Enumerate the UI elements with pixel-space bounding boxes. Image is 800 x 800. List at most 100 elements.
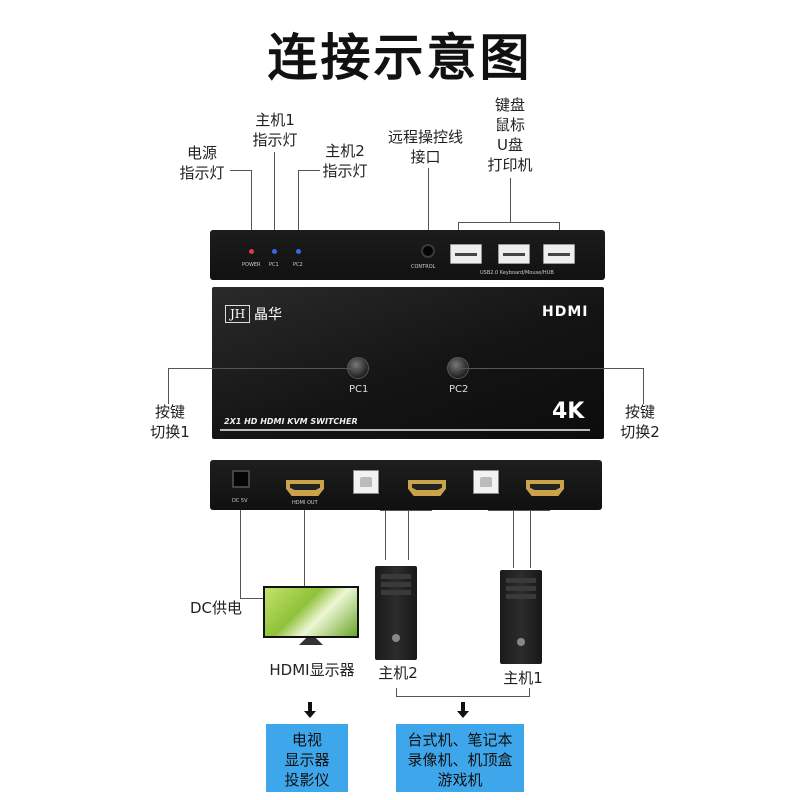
pc1-usb-b-port: [473, 470, 499, 494]
host1-led-label-line1: 主机1: [255, 111, 295, 129]
host1-label: 主机1: [503, 669, 543, 687]
host2-led-label-line1: 主机2: [325, 142, 365, 160]
power-led-label: 电源 指示灯: [172, 143, 232, 183]
usb-devices-label-line4: 打印机: [487, 156, 533, 174]
host1-drive-bay-3: [506, 594, 536, 599]
remote-port-label-line2: 接口: [410, 148, 441, 166]
host2-power-button: [392, 634, 400, 642]
btn2-label-line2: 切换2: [620, 423, 660, 441]
usb-caption: USB2.0 Keyboard/Mouse/HUB: [480, 270, 554, 276]
brand-logo: JH: [225, 305, 251, 323]
host2-led-leader-v: [298, 170, 299, 250]
power-led-label-line2: 指示灯: [179, 164, 225, 182]
usb-port-2: [498, 244, 530, 264]
power-led-label-line1: 电源: [186, 144, 217, 162]
hdmi-out-text: HDMI OUT: [292, 500, 318, 506]
power-led-text: POWER: [242, 262, 261, 268]
kvm-top-face: JH 晶华 HDMI PC1 PC2 2X1 HD HDMI KVM SWITC…: [212, 287, 604, 439]
power-led-leader-v: [251, 170, 252, 250]
pc1-cable-b: [530, 510, 531, 568]
btn2-label: 按键 切换2: [610, 402, 670, 442]
pc2-led: [296, 249, 301, 254]
btn2-leader-v: [643, 368, 644, 404]
btn1-leader-v: [168, 368, 169, 404]
host1-drive-bay-1: [506, 578, 536, 583]
host2-drive-bay-2: [381, 582, 411, 587]
power-led-leader-h: [230, 170, 252, 171]
usb-devices-label-line1: 键盘: [494, 96, 525, 114]
pc1-button-label: PC1: [349, 384, 369, 395]
host1-pc-icon: [500, 570, 542, 664]
host2-drive-bay-1: [381, 574, 411, 579]
host2-led-leader-h: [298, 170, 320, 171]
pc1-led: [272, 249, 277, 254]
usb-devices-label-line3: U盘: [497, 136, 523, 154]
host-arrow-head: [457, 711, 469, 718]
hdmi-out-cable: [304, 510, 305, 586]
remote-port-label-line1: 远程操控线: [387, 128, 463, 146]
btn1-leader-h: [168, 368, 358, 369]
remote-leader: [428, 168, 429, 240]
pc2-bracket-h: [380, 510, 432, 511]
hosts-bracket-left: [396, 688, 397, 697]
usb-bracket-h: [458, 222, 560, 223]
brand-logo-text: JH: [230, 307, 246, 321]
host-devices-line3: 游戏机: [437, 771, 483, 789]
control-port: [421, 244, 435, 258]
monitor-wallpaper: [265, 588, 357, 636]
btn1-label-line2: 切换1: [150, 423, 190, 441]
dc-cable-h: [240, 598, 264, 599]
monitor-stand: [299, 638, 323, 645]
pc2-led-text: PC2: [293, 262, 303, 268]
usb-leader: [510, 178, 511, 222]
pc2-usb-b-port: [353, 470, 379, 494]
remote-port-label: 远程操控线 接口: [378, 127, 473, 167]
host1-led-leader: [274, 152, 275, 250]
usb-port-3: [543, 244, 575, 264]
pc1-cable-a: [513, 510, 514, 568]
pc2-button-label: PC2: [449, 384, 469, 395]
display-arrow-head: [304, 711, 316, 718]
btn1-label: 按键 切换1: [140, 402, 200, 442]
pc2-cable-b: [408, 510, 409, 560]
display-devices-line1: 电视: [291, 731, 322, 749]
display-devices-box: 电视 显示器 投影仪: [266, 724, 348, 792]
dc-power-label: DC供电: [190, 599, 243, 617]
usb-devices-label: 键盘 鼠标 U盘 打印机: [480, 95, 540, 175]
kvm-front-panel: POWER PC1 PC2 CONTROL USB2.0 Keyboard/Mo…: [210, 230, 605, 280]
host2-led-label-line2: 指示灯: [322, 162, 368, 180]
btn2-label-line1: 按键: [624, 403, 655, 421]
host1-led-label: 主机1 指示灯: [245, 110, 305, 150]
pc2-hdmi-in-port: [408, 480, 446, 496]
host1-drive-bay-2: [506, 586, 536, 591]
usb-devices-label-line2: 鼠标: [494, 116, 525, 134]
dc-cable: [240, 510, 241, 598]
host-devices-line1: 台式机、笔记本: [407, 731, 513, 749]
control-port-text: CONTROL: [411, 264, 436, 270]
usb-port-1: [450, 244, 482, 264]
model-name: 2X1 HD HDMI KVM SWITCHER: [224, 417, 358, 426]
monitor-label: HDMI显示器: [269, 661, 355, 679]
display-devices-line2: 显示器: [284, 751, 330, 769]
hdmi-out-port: [286, 480, 324, 496]
display-arrow-icon: [304, 702, 316, 718]
host1-led-label-line2: 指示灯: [252, 131, 298, 149]
host2-led-label: 主机2 指示灯: [315, 141, 375, 181]
hosts-bracket-right: [529, 688, 530, 697]
pc2-cable-a: [385, 510, 386, 560]
host1-power-button: [517, 638, 525, 646]
host2-drive-bay-3: [381, 590, 411, 595]
monitor-icon: [263, 586, 359, 646]
diagram-title: 连接示意图: [267, 29, 533, 87]
hosts-bracket-h: [396, 696, 530, 697]
pc1-led-text: PC1: [269, 262, 279, 268]
display-devices-line3: 投影仪: [284, 771, 330, 789]
brand-cn: 晶华: [254, 307, 282, 323]
host-arrow-icon: [457, 702, 469, 718]
kvm-back-panel: DC 5V HDMI OUT: [210, 460, 602, 510]
usb-bracket-left: [458, 222, 459, 234]
host-devices-line2: 录像机、机顶盒: [407, 751, 513, 769]
monitor-screen: [263, 586, 359, 638]
dc-jack: [232, 470, 250, 488]
host-arrow-shaft: [461, 702, 465, 711]
